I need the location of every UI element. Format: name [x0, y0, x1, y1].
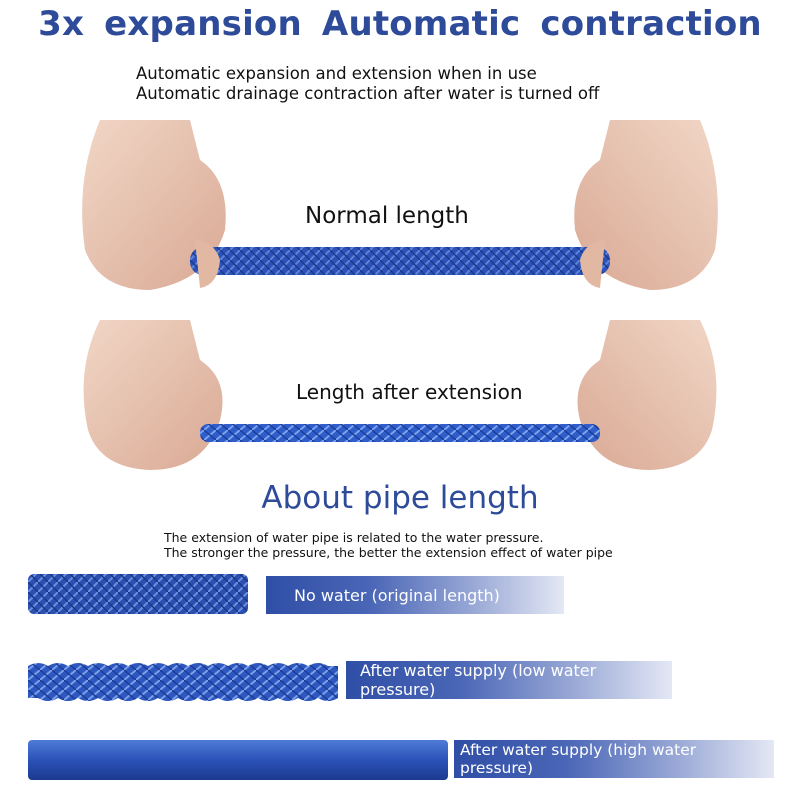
normal-length-label: Normal length — [305, 203, 469, 229]
right-hand — [574, 120, 718, 290]
about-heading: About pipe length — [261, 480, 539, 516]
subtitle-line-1: Automatic expansion and extension when i… — [136, 64, 537, 83]
high-pressure-label: After water supply (high water pressure) — [460, 741, 697, 777]
hose-extended — [200, 424, 600, 442]
right-hand-2 — [577, 320, 717, 470]
hose-no-water — [28, 574, 248, 614]
low-pressure-label: After water supply (low water pressure) — [360, 661, 597, 699]
page-title: 3x expansion Automatic contraction — [38, 4, 762, 44]
subtitle: Automatic expansion and extension when i… — [136, 64, 599, 104]
about-note-line-2: The stronger the pressure, the better th… — [164, 545, 613, 560]
left-hand-2 — [83, 320, 223, 470]
no-water-banner: No water (original length) — [266, 576, 564, 614]
subtitle-line-2: Automatic drainage contraction after wat… — [136, 84, 600, 103]
hose-low-pressure — [28, 663, 338, 701]
extended-length-photo — [83, 320, 717, 470]
low-pressure-banner: After water supply (low water pressure) — [346, 661, 672, 699]
no-water-label: No water (original length) — [294, 585, 500, 605]
about-note: The extension of water pipe is related t… — [164, 530, 613, 560]
normal-length-photo — [82, 120, 718, 290]
hose-normal — [190, 247, 610, 275]
about-note-line-1: The extension of water pipe is related t… — [164, 530, 544, 545]
high-pressure-banner: After water supply (high water pressure) — [454, 740, 774, 778]
extended-length-label: Length after extension — [296, 380, 523, 404]
left-hand — [82, 120, 226, 290]
hose-high-pressure — [28, 740, 448, 780]
